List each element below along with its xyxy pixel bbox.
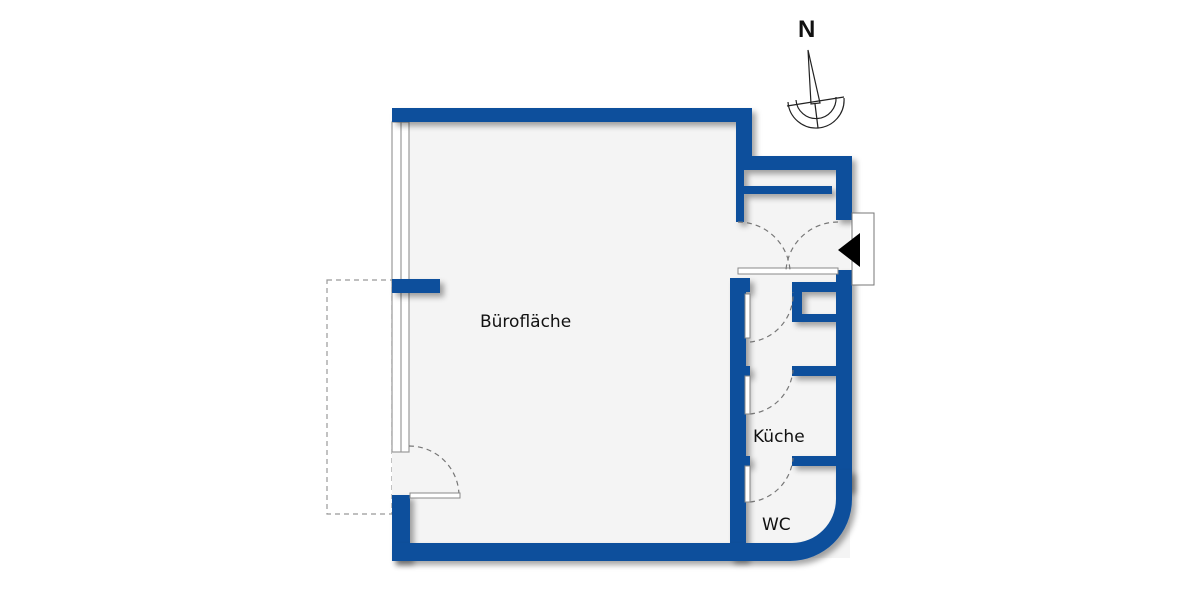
room-label-wc: WC [762,515,791,535]
floor-area [392,110,850,558]
compass-label: N [798,16,816,43]
curved-wall [392,470,852,561]
room-label-office: Bürofläche [480,312,572,332]
door-leaves [409,293,751,503]
entrance-arrow-icon [838,233,860,267]
terrace-outline [326,279,393,515]
north-arrow-icon [786,49,845,129]
walls [392,108,852,561]
door-swings [408,221,839,503]
room-label-kitchen: Küche [753,427,805,447]
